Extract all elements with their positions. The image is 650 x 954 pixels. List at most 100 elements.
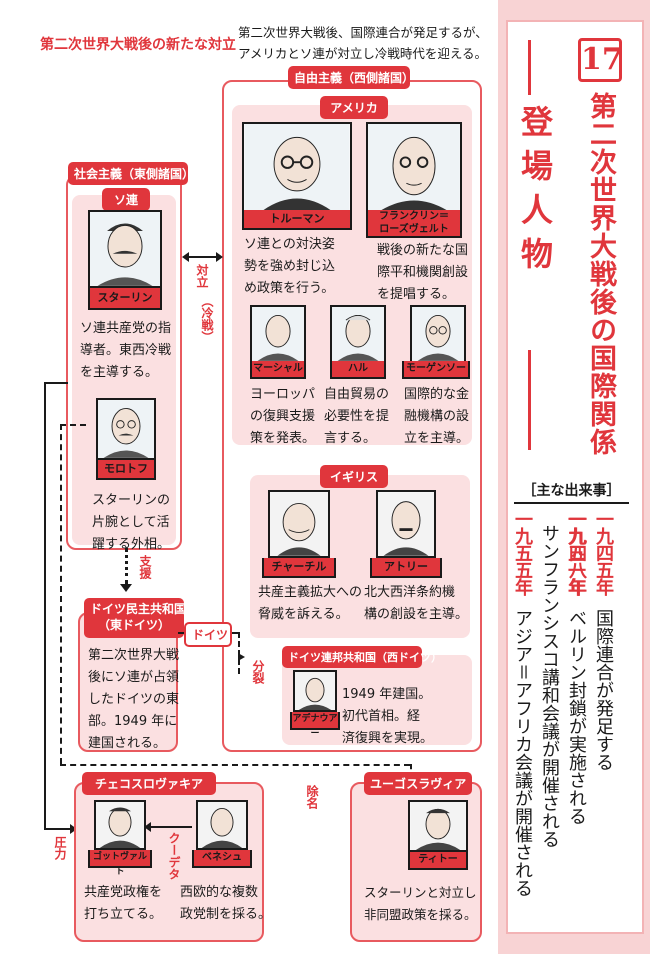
hull-desc-1: 自由貿易の [324, 387, 390, 402]
germany-label: ドイツ [184, 622, 232, 647]
stalin-desc-3: を主導する。 [80, 365, 159, 380]
division-arrow-head [238, 653, 245, 661]
truman-desc-3: め政策を行う。 [244, 281, 335, 296]
adenauer-desc: 1949 年建国。 初代首相。経 済復興を実現。 [342, 684, 433, 750]
pressure-arrow-head [70, 824, 77, 834]
marshall-portrait [250, 305, 306, 363]
molotov-portrait [96, 398, 156, 460]
conflict-label: 対立 [195, 264, 209, 288]
uk-label: イギリス [320, 465, 388, 488]
east-germany-desc-5: 建国される。 [88, 736, 167, 751]
roosevelt-desc-1: 戦後の新たな国 [377, 243, 469, 258]
support-label: 支援 [138, 555, 152, 579]
czech-label: チェコスロヴァキア [82, 772, 216, 795]
expulsion-line-top [60, 424, 86, 426]
chapter-panel [506, 20, 644, 934]
gottwald-desc: 共産党政権を 打ち立てる。 [84, 882, 162, 926]
molotov-desc-1: スターリンの [92, 493, 171, 508]
event-4-text: アジア＝アフリカ会議が開催される [512, 609, 533, 897]
churchill-portrait [268, 490, 330, 558]
east-germany-desc-1: 第二次世界大戦 [88, 648, 180, 663]
hull-desc-2: 必要性を提 [324, 409, 390, 424]
adenauer-name: アデナウアー [290, 712, 340, 739]
truman-desc-2: 勢を強め封じ込 [244, 259, 336, 274]
header-text: 第二次世界大戦後、国際連合が発足するが、 アメリカとソ連が対立し冷戦時代を迎える… [238, 22, 498, 64]
roosevelt-name-line-1: フランクリン＝ [379, 211, 449, 222]
coup-arrow-head [144, 822, 151, 832]
cast-rule-bottom [528, 350, 531, 450]
chapter-number: 17 [578, 38, 623, 82]
adenauer-desc-3: 済復興を実現。 [342, 731, 434, 746]
stalin-portrait [88, 210, 162, 288]
pressure-line-bottom [44, 828, 72, 830]
tito-name: ティトー [408, 852, 468, 870]
marshall-desc-1: ヨーロッパ [250, 387, 316, 402]
expulsion-line-drop [410, 764, 412, 778]
adenauer-portrait [293, 670, 337, 712]
events-heading: ［主な出来事］ [514, 480, 629, 504]
roosevelt-desc: 戦後の新たな国 際平和機関創設 を提唱する。 [377, 240, 468, 306]
chapter-title: 第二次世界大戦後の国際関係 [585, 92, 616, 456]
division-label: 分裂 [251, 660, 265, 684]
coup-arrow-line [148, 826, 192, 828]
header-title: 第二次世界大戦後の新たな対立 [40, 37, 236, 53]
morgenthau-desc-1: 国際的な金 [404, 387, 470, 402]
ussr-label: ソ連 [102, 188, 150, 211]
expulsion-line-horizontal [60, 764, 410, 766]
attlee-desc-1: 北大西洋条約機 [364, 585, 456, 600]
hull-desc-3: 言する。 [324, 431, 377, 446]
stalin-desc-1: ソ連共産党の指 [80, 321, 172, 336]
marshall-desc-3: 策を発表。 [250, 431, 316, 446]
truman-desc-1: ソ連との対決姿 [244, 237, 335, 252]
truman-desc: ソ連との対決姿 勢を強め封じ込 め政策を行う。 [244, 234, 335, 300]
hull-name: ハル [330, 361, 386, 379]
event-4: 一九五五年アジア＝アフリカ会議が開催される [509, 510, 535, 930]
roosevelt-name: フランクリン＝ ローズヴェルト [366, 210, 462, 238]
east-germany-desc: 第二次世界大戦 後にソ連が占領 したドイツの東 部。1949 年に 建国される。 [88, 645, 179, 755]
morgenthau-name: モーゲンソー [402, 361, 470, 379]
gottwald-desc-2: 打ち立てる。 [84, 907, 163, 922]
event-1: 一九四五年国際連合が発足する [590, 510, 616, 930]
event-3-year: 一九五一年 [565, 510, 586, 595]
event-3: 一九五一年サンフランシスコ講和会議が開催される [536, 510, 588, 930]
east-label: 社会主義（東側諸国） [68, 162, 194, 185]
churchill-desc: 共産主義拡大への 脅威を訴える。 [258, 582, 362, 626]
benes-desc-2: 政党制を採る。 [180, 907, 272, 922]
morgenthau-desc-3: 立を主導。 [404, 431, 470, 446]
conflict-arrow-line [186, 256, 218, 258]
expulsion-label: 除名 [305, 785, 319, 809]
gottwald-desc-1: 共産党政権を [84, 885, 163, 900]
event-4-year: 一九五五年 [512, 510, 533, 595]
attlee-desc: 北大西洋条約機 構の創設を主導。 [364, 582, 468, 626]
benes-portrait [196, 800, 248, 850]
truman-name: トルーマン [242, 210, 352, 230]
header-text-line-2: アメリカとソ連が対立し冷戦時代を迎える。 [238, 46, 488, 61]
conflict-arrow-left-head [182, 252, 189, 262]
stalin-name: スターリン [88, 288, 162, 310]
attlee-desc-2: 構の創設を主導。 [364, 607, 469, 622]
cold-war-label: （冷戦） [200, 295, 214, 343]
cast-rule-top [528, 40, 531, 95]
event-2: 一九四八年ベルリン封鎖が実施される [563, 510, 589, 930]
adenauer-desc-1: 1949 年建国。 [342, 687, 432, 702]
yugoslavia-label: ユーゴスラヴィア [364, 772, 472, 795]
hull-portrait [330, 305, 386, 363]
event-2-year: 一九四八年 [566, 510, 587, 595]
event-1-text: 国際連合が発足する [593, 609, 614, 771]
roosevelt-name-line-2: ローズヴェルト [379, 224, 449, 235]
tito-desc-1: スターリンと対立し [364, 885, 477, 900]
gottwald-portrait [94, 800, 146, 850]
header-text-line-1: 第二次世界大戦後、国際連合が発足するが、 [238, 25, 488, 40]
support-arrow-line [125, 548, 128, 584]
east-germany-label-line-1: ドイツ民主共和国 [90, 602, 187, 616]
east-germany-label-line-2: （東ドイツ） [97, 618, 170, 632]
molotov-name: モロトフ [96, 460, 156, 480]
churchill-name: チャーチル [262, 558, 336, 578]
churchill-desc-1: 共産主義拡大への [258, 585, 363, 600]
east-germany-desc-4: 部。1949 年に [88, 714, 178, 729]
conflict-arrow-right-head [216, 252, 223, 262]
marshall-desc: ヨーロッパ の復興支援 策を発表。 [250, 384, 315, 450]
roosevelt-desc-2: 際平和機関創設 [377, 265, 469, 280]
gottwald-name: ゴットヴァルト [88, 850, 152, 877]
molotov-desc-3: 躍する外相。 [92, 537, 171, 552]
